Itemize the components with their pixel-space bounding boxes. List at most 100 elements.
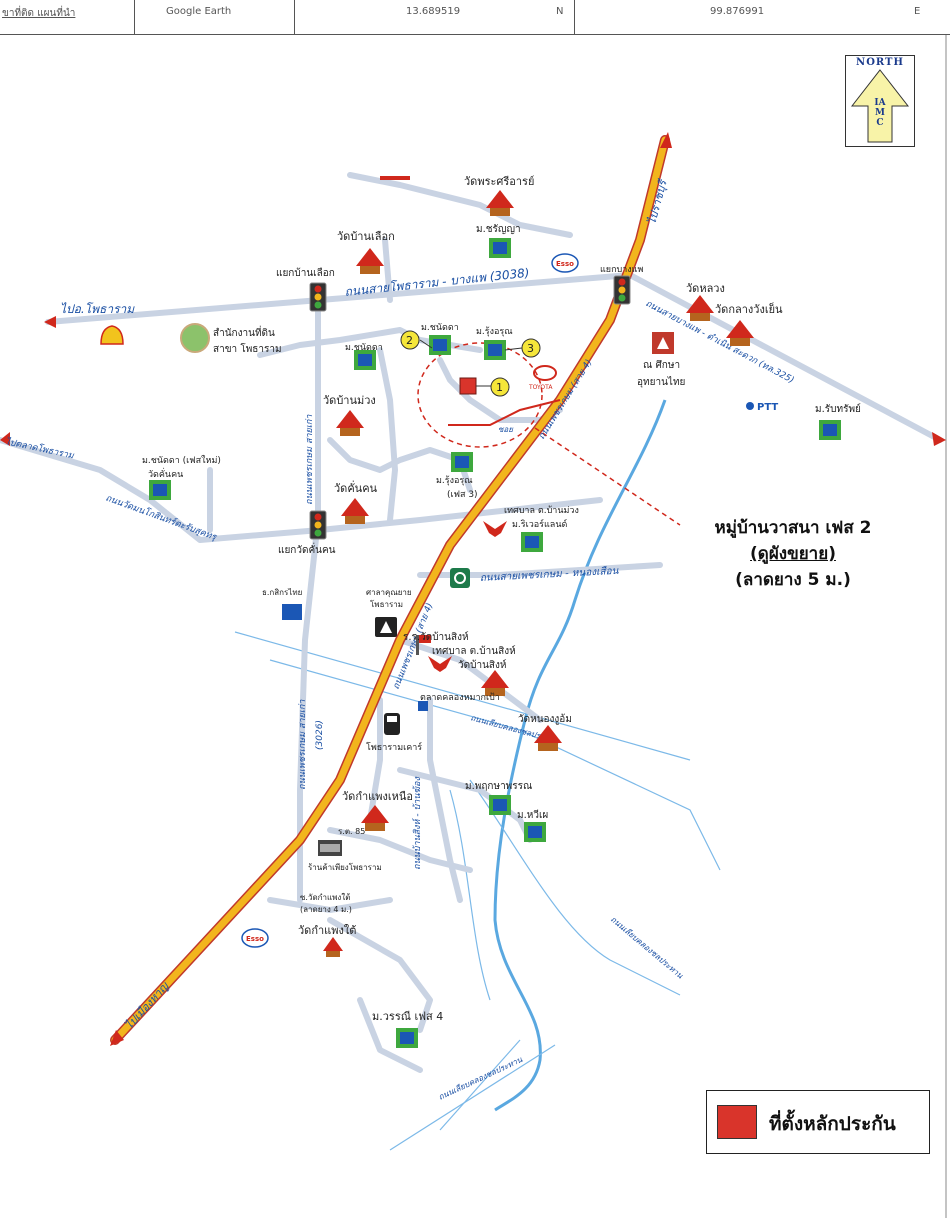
numbered-marker-3: 3	[521, 338, 541, 358]
traffic-light-icon	[613, 275, 631, 305]
temple-icon	[726, 320, 754, 346]
label-bank: ธ.กสิกรไทย	[262, 588, 302, 597]
north-label: NORTH	[856, 57, 904, 68]
soi-label: ซอย	[498, 425, 514, 434]
shell-icon	[100, 325, 124, 345]
label-wat-khon: วัดคั่นคน	[334, 480, 378, 495]
vertical-left-code: (3026)	[315, 720, 325, 750]
house-icon	[396, 1028, 418, 1048]
label-m-warinee: ม.วรรณี เฟส 4	[372, 1010, 443, 1023]
temple-icon	[356, 248, 384, 274]
traffic-light-icon	[309, 510, 327, 540]
label-wat-luang: วัดหลวง	[686, 282, 725, 295]
label-wat-ban-muang: วัดบ้านม่วง	[323, 394, 376, 407]
shop-icon	[318, 840, 342, 856]
header-cell-lon: 99.876991 E	[574, 0, 949, 34]
esso-icon: Esso	[241, 928, 269, 948]
canal-south-label: ถนนเลียบคลองชลประทาน	[437, 1055, 524, 1102]
camp-icon	[652, 332, 674, 354]
legend-label: ที่ตั้งหลักประกัน	[769, 1113, 896, 1135]
label-yaek-bang-phae: แยกบางแพ	[600, 265, 643, 275]
numbered-marker-1: 1	[490, 377, 510, 397]
esso-text: Esso	[556, 260, 574, 268]
map-legend: ที่ตั้งหลักประกัน	[706, 1090, 930, 1154]
traffic-light-icon	[309, 282, 327, 312]
mid-road-label: ถนนสายเพชรเกษม - หนองเสือน	[480, 565, 620, 584]
garuda-icon	[428, 656, 452, 672]
esso-icon: Esso	[551, 253, 579, 273]
label-land-office-branch: สาขา โพธาราม	[213, 342, 282, 355]
label-m-chonlada-phase: ม.ชนัดดา (เฟสใหม่)	[142, 455, 221, 466]
header-cell-source: Google Earth	[134, 0, 295, 34]
label-wat-ban-lueak: วัดบ้านเลือก	[337, 230, 395, 243]
label-m-rapsap: ม.รับทรัพย์	[815, 403, 861, 415]
label-car-center-2: โพธาราม	[370, 599, 403, 609]
header-lon-text: 99.876991	[710, 6, 765, 17]
house-icon	[429, 335, 451, 355]
gas-pump-icon	[384, 713, 400, 735]
house-icon	[149, 480, 171, 500]
ban-road-label: ถนนบ้านสิงห์ - บ้านฆ้อง	[412, 777, 423, 870]
house-icon	[521, 532, 543, 552]
temple-icon	[341, 498, 369, 524]
school-flag-icon	[416, 635, 431, 655]
label-market: ตลาดคลองหมากเป้า	[420, 692, 500, 703]
label-wat-khon-2: วัดคั่นคน	[148, 467, 183, 480]
label-m-charoen: ม.ชรัญญา	[476, 224, 521, 235]
highway-south-label: ไปเมืองหาญ	[123, 979, 173, 1032]
temple-icon	[481, 670, 509, 696]
minor-roads	[0, 172, 943, 1073]
header-source-text: Google Earth	[166, 6, 232, 17]
label-wat-phrasri: วัดพระศรีอารย์	[464, 175, 534, 188]
warehouse-icon	[282, 604, 302, 620]
canal-east-label: ถนนเลียบคลองชลประทาน	[609, 915, 685, 981]
land-office-icon	[180, 323, 210, 353]
label-yaek-wat-khon: แยกวัดคั่นคน	[278, 542, 336, 556]
label-soi-kamphaeng: ซ.วัดกำแพงใต้	[300, 893, 350, 902]
site-highlight	[417, 342, 681, 526]
house-icon	[484, 340, 506, 360]
toyota-icon: TOYOTA	[528, 365, 557, 391]
coordinate-header: ขาที่ติด แผนที่นำ Google Earth 13.689519…	[0, 0, 950, 35]
callout-road-width: (ลาดยาง 5 ม.)	[735, 570, 851, 590]
north-arrow-icon	[850, 69, 910, 143]
to-potharam-label: ไปอ.โพธาราม	[60, 302, 135, 316]
highway-label: ถนนเพชรเกษม (สาย 4)	[537, 358, 594, 442]
callout-title: หมู่บ้านวาสนา เฟส 2	[714, 518, 872, 538]
canal-network	[493, 399, 667, 1112]
label-wat-ban-singh: วัดบ้านสิงห์	[458, 659, 507, 671]
toyota-text: TOYOTA	[528, 384, 553, 391]
temple-icon	[323, 937, 343, 957]
label-nasuksa: ณ ศึกษา	[643, 359, 680, 371]
marker-1-text: 1	[496, 381, 503, 394]
label-m-riverside: ม.ริเวอร์แลนด์	[512, 518, 567, 530]
house-icon	[489, 238, 511, 258]
label-school: ร.ร.วัดบ้านสิงห์	[403, 631, 469, 643]
north-arrow: NORTH IAMC	[845, 55, 915, 147]
header-lat-dir: N	[556, 6, 564, 17]
label-m-rungaroon: ม.รุ้งอรุณ	[476, 326, 513, 337]
callout-detail-link: (ดูผังขยาย)	[750, 544, 836, 564]
housing-icons	[149, 238, 841, 1048]
road-arrows	[0, 132, 946, 1046]
location-map: ถนนสายโพธาราม - บางแพ (3038) ถนนสายเพชรเ…	[0, 35, 947, 1218]
label-car-center: ศาลาคุณยาย	[366, 588, 412, 597]
marker-3-text: 3	[527, 342, 534, 355]
temple-icon	[486, 190, 514, 216]
header-location-text: ขาที่ติด แผนที่นำ	[2, 8, 76, 19]
label-wat-kamphaeng-s: วัดกำแพงใต้	[298, 924, 356, 937]
marker-leader-3	[504, 347, 523, 351]
temple-icon	[336, 410, 364, 436]
tent-icon	[375, 617, 397, 637]
label-yaek-ban-lueak: แยกบ้านเลือก	[276, 267, 335, 279]
marker-2-text: 2	[406, 334, 413, 347]
label-m-chonlada-b: ม.ชนัดดา	[345, 343, 383, 353]
temple-icon	[686, 295, 714, 321]
ptt-brand-text: PTT	[757, 402, 778, 413]
house-icon	[819, 420, 841, 440]
label-wat-kamphaeng-n: วัดกำแพงเหนือ	[342, 790, 413, 803]
north-arrow-letters: IAMC	[874, 98, 886, 128]
main-highway	[110, 135, 670, 1045]
to-market-label: ไปตลาดโพธาราม	[4, 435, 76, 461]
site-callout: หมู่บ้านวาสนา เฟส 2 (ดูผังขยาย) (ลาดยาง …	[688, 515, 898, 593]
